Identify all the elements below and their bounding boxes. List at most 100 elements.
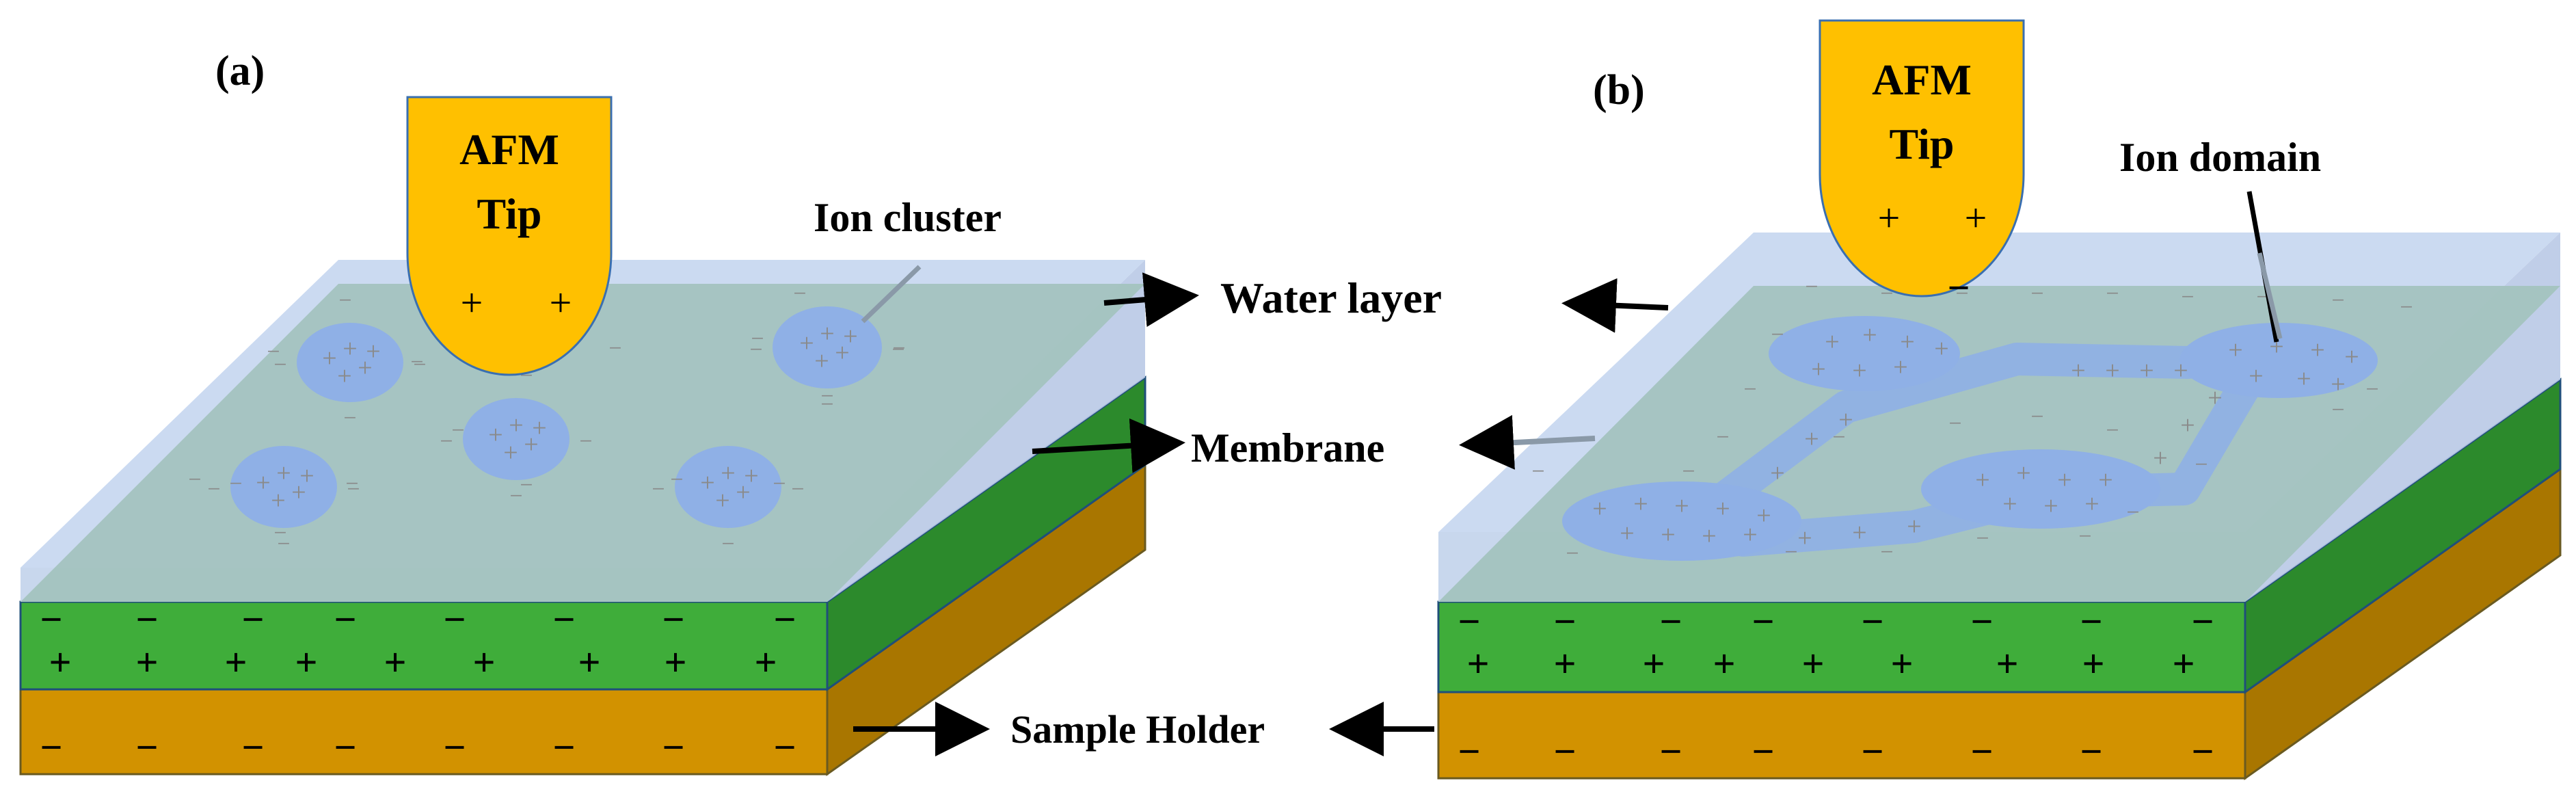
holder-negative-charge: − xyxy=(552,725,575,769)
domain-negative-charge: − xyxy=(1566,541,1579,566)
holder-negative-charge: − xyxy=(662,725,684,769)
membrane-negative-charge: − xyxy=(241,597,264,641)
cluster-positive-charge: + xyxy=(256,468,270,497)
membrane-negative-charge: − xyxy=(2191,599,2214,644)
surface-negative-charge: − xyxy=(188,467,201,492)
membrane-minus-row: −−−−−−−− xyxy=(40,597,796,641)
cluster-positive-charge: + xyxy=(358,354,372,382)
cluster-positive-charge: + xyxy=(721,459,735,488)
membrane-negative-charge: − xyxy=(662,597,684,641)
domain-positive-charge: + xyxy=(1674,492,1689,520)
surface-negative-charge: − xyxy=(608,336,621,361)
cluster-negative-charge: − xyxy=(347,477,360,502)
ion-domain-label: Ion domain xyxy=(2119,135,2321,180)
holder-negative-charge: − xyxy=(443,725,466,769)
membrane-positive-charge: + xyxy=(49,640,71,685)
cluster-negative-charge: − xyxy=(749,337,762,362)
ion-cluster xyxy=(297,323,403,402)
domain-positive-charge: + xyxy=(2105,356,2119,385)
holder-negative-charge: − xyxy=(1752,729,1774,773)
cluster-negative-charge: − xyxy=(891,337,904,362)
membrane-positive-charge: + xyxy=(664,640,686,685)
domain-positive-charge: + xyxy=(1893,353,1907,382)
ion-domain-network: ++++++++++++++++++++++++++++++++++++++++… xyxy=(1531,274,2413,566)
center-annotations: Water layer Membrane Sample Holder xyxy=(853,272,1669,756)
holder-negative-charge: − xyxy=(2191,729,2214,773)
domain-negative-charge: − xyxy=(1784,540,1797,565)
membrane-positive-charge: + xyxy=(578,640,600,685)
holder-minus-row-b: −−−−−−−− xyxy=(1458,729,2214,773)
membrane-negative-charge: − xyxy=(1861,599,1883,644)
sample-holder-label: Sample Holder xyxy=(1010,707,1265,752)
cluster-positive-charge: + xyxy=(509,411,523,440)
cluster-negative-charge: − xyxy=(277,531,290,557)
surface-negative-charge: − xyxy=(410,349,423,375)
afm-tip-a: AFM Tip + + xyxy=(406,96,613,376)
holder-negative-charge: − xyxy=(1970,729,1993,773)
domain-negative-charge: − xyxy=(1948,411,1961,436)
domain-negative-charge: − xyxy=(2331,288,2344,313)
holder-negative-charge: − xyxy=(40,725,62,769)
domain-positive-charge: + xyxy=(1702,522,1716,551)
domain-positive-charge: + xyxy=(1661,520,1675,549)
domain-positive-charge: + xyxy=(2057,466,2071,494)
membrane-positive-charge: + xyxy=(2172,641,2195,686)
surface-negative-charge: − xyxy=(229,471,242,497)
membrane-positive-charge: + xyxy=(472,640,495,685)
surface-negative-charge: − xyxy=(793,281,806,306)
holder-negative-charge: − xyxy=(1458,729,1480,773)
ion-cluster-label: Ion cluster xyxy=(814,195,1002,240)
membrane-negative-charge: − xyxy=(2080,599,2102,644)
domain-positive-charge: + xyxy=(2296,365,2311,393)
membrane-negative-charge: − xyxy=(1970,599,1993,644)
cluster-positive-charge: + xyxy=(532,414,546,442)
afm-tip-line1: AFM xyxy=(459,125,559,174)
surface-negative-charge: − xyxy=(773,471,786,497)
holder-negative-charge: − xyxy=(135,725,158,769)
ion-cluster xyxy=(675,446,781,528)
domain-positive-charge: + xyxy=(1756,501,1771,530)
afm-tip-line2: Tip xyxy=(477,189,542,238)
domain-positive-charge: + xyxy=(1797,524,1812,553)
domain-negative-charge: − xyxy=(2106,281,2119,306)
afm-tip-b-plus-1: + xyxy=(1878,196,1901,240)
holder-negative-charge: − xyxy=(2080,729,2102,773)
domain-negative-charge: − xyxy=(2106,418,2119,443)
domain-positive-charge: + xyxy=(2002,490,2017,518)
domain-positive-charge: + xyxy=(1975,466,1989,494)
membrane-positive-charge: + xyxy=(295,640,317,685)
domain-negative-charge: − xyxy=(2078,524,2091,549)
holder-negative-charge: − xyxy=(773,725,796,769)
domain-positive-charge: + xyxy=(2084,490,2099,518)
membrane-positive-charge: + xyxy=(2082,641,2104,686)
cluster-positive-charge: + xyxy=(366,337,380,366)
surface-negative-charge: − xyxy=(338,288,351,313)
membrane-negative-charge: − xyxy=(1458,599,1480,644)
membrane-negative-charge: − xyxy=(334,597,356,641)
ion-cluster-pointer xyxy=(861,265,922,323)
domain-positive-charge: + xyxy=(1743,520,1757,549)
domain-positive-charge: + xyxy=(1862,321,1877,349)
domain-negative-charge: − xyxy=(2126,500,2139,525)
membrane-minus-row-b: −−−−−−−− xyxy=(1458,599,2214,644)
domain-positive-charge: + xyxy=(2310,336,2324,365)
surface-negative-charge: − xyxy=(273,520,286,546)
membrane-negative-charge: − xyxy=(40,597,62,641)
domain-positive-charge: + xyxy=(2043,492,2058,520)
ion-cluster xyxy=(773,306,882,388)
cluster-negative-charge: − xyxy=(721,531,734,557)
domain-positive-charge: + xyxy=(2180,411,2195,440)
surface-negative-charge: − xyxy=(820,384,833,409)
membrane-positive-charge: + xyxy=(1642,641,1665,686)
domain-positive-charge: + xyxy=(2153,444,2167,473)
holder-negative-charge: − xyxy=(1553,729,1576,773)
membrane-negative-charge: − xyxy=(1553,599,1576,644)
domain-positive-charge: + xyxy=(1804,425,1819,453)
ion-domain-charges: ++++++++++++++++++++++++++++++++++++++++… xyxy=(1531,274,2413,566)
membrane-positive-charge: + xyxy=(384,640,406,685)
membrane-positive-charge: + xyxy=(754,640,777,685)
cluster-negative-charge: − xyxy=(207,477,220,502)
cluster-positive-charge: + xyxy=(814,347,829,375)
cluster-positive-charge: + xyxy=(744,462,758,490)
